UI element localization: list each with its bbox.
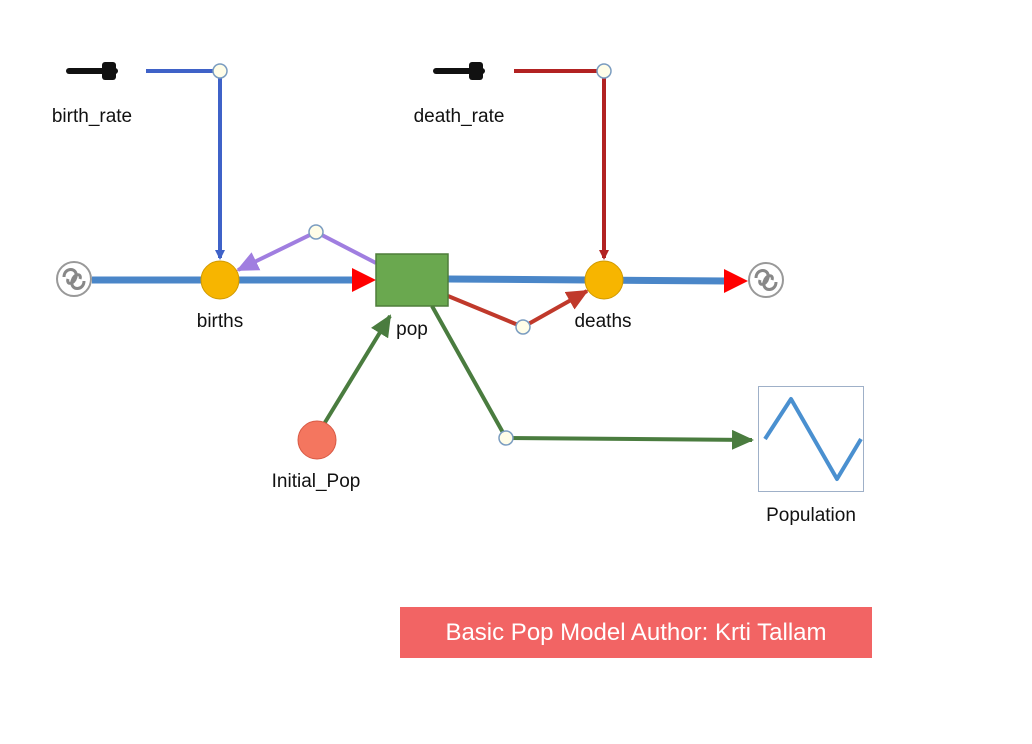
- link-handle[interactable]: [212, 63, 228, 79]
- link-handle[interactable]: [498, 430, 514, 446]
- link-handle[interactable]: [515, 319, 531, 335]
- population-graph[interactable]: [758, 386, 864, 492]
- pop-to-deaths-link[interactable]: [447, 289, 589, 335]
- initial-pop-converter[interactable]: [297, 420, 337, 460]
- deaths-flow-arrow-icon: [724, 269, 748, 293]
- birth-rate-slider-icon[interactable]: [66, 62, 118, 80]
- deaths-label: deaths: [574, 311, 632, 332]
- population-label: Population: [766, 505, 856, 526]
- graph-icon: [763, 397, 863, 481]
- pop-stock[interactable]: [375, 253, 449, 307]
- sink-cloud-icon: [748, 262, 784, 298]
- death-rate-slider-icon[interactable]: [433, 62, 485, 80]
- pop-to-population-link[interactable]: [430, 305, 754, 450]
- births-flow-arrow-icon: [352, 268, 376, 292]
- link-handle[interactable]: [596, 63, 612, 79]
- pop-to-births-link[interactable]: [236, 224, 377, 272]
- births-label: births: [196, 311, 244, 332]
- source-cloud-icon: [56, 261, 92, 297]
- pop-label: pop: [396, 319, 428, 340]
- initial-pop-to-pop-link[interactable]: [322, 314, 392, 426]
- link-handle[interactable]: [308, 224, 324, 240]
- death-rate-label: death_rate: [413, 106, 505, 127]
- births-flow-valve[interactable]: [200, 260, 240, 300]
- deaths-flow-valve[interactable]: [584, 260, 624, 300]
- birth-rate-label: birth_rate: [51, 106, 133, 127]
- death-rate-link[interactable]: [514, 63, 612, 260]
- birth-rate-link[interactable]: [146, 63, 228, 260]
- model-title-banner: Basic Pop Model Author: Krti Tallam: [400, 607, 872, 658]
- initial-pop-label: Initial_Pop: [271, 471, 361, 492]
